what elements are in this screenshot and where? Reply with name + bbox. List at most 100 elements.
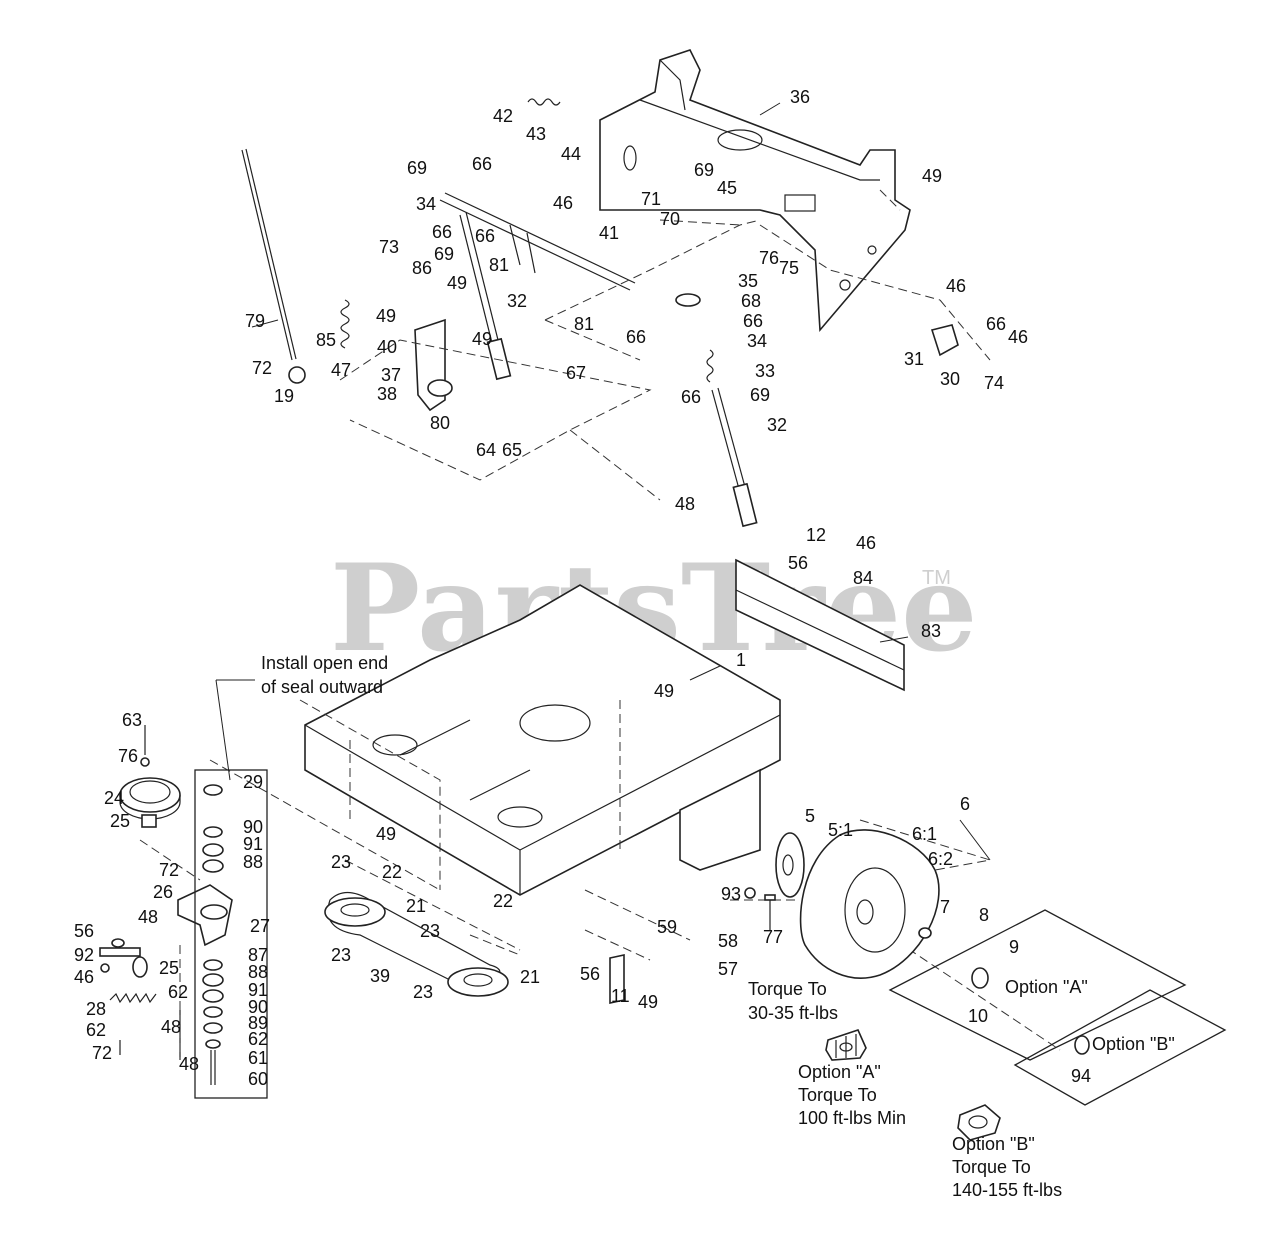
callout-c46b: 46 — [946, 276, 966, 296]
callout-c90b: 90 — [248, 997, 268, 1017]
pivot-block-31 — [930, 324, 959, 357]
callout-c66f: 66 — [986, 314, 1006, 334]
callout-c89: 89 — [248, 1013, 268, 1033]
callout-c58: 58 — [718, 931, 738, 951]
callout-c56c: 56 — [580, 964, 600, 984]
main-frame-1 — [304, 584, 781, 896]
pulley-21-lower — [447, 967, 509, 997]
option-b-torque-line1: Option "B" — [952, 1134, 1035, 1154]
callout-c41: 41 — [599, 223, 619, 243]
callout-c32b: 32 — [767, 415, 787, 435]
callout-c91b: 91 — [248, 980, 268, 1000]
pulley-21-upper — [324, 897, 386, 927]
callout-c46d: 46 — [856, 533, 876, 553]
callout-c90a: 90 — [243, 817, 263, 837]
callout-c46a: 46 — [553, 193, 573, 213]
option-b-box — [1013, 989, 1227, 1106]
watermark-tm: TM — [922, 567, 951, 589]
callout-c9: 9 — [1009, 937, 1019, 957]
callout-c49g: 49 — [638, 992, 658, 1012]
callout-c8: 8 — [979, 905, 989, 925]
callout-c12: 12 — [806, 525, 826, 545]
callout-c23c: 23 — [331, 945, 351, 965]
callout-c71: 71 — [641, 189, 661, 209]
callout-c85: 85 — [316, 330, 336, 350]
option-b-torque-line2: Torque To — [952, 1157, 1031, 1177]
torque-77-line1: Torque To — [748, 979, 827, 999]
seal-note-line2: of seal outward — [261, 677, 383, 697]
callout-c88a: 88 — [243, 852, 263, 872]
callout-c33: 33 — [755, 361, 775, 381]
callout-c44: 44 — [561, 144, 581, 164]
callout-c80: 80 — [430, 413, 450, 433]
callout-c62b: 62 — [168, 982, 188, 1002]
callout-c39: 39 — [370, 966, 390, 986]
callout-c45: 45 — [717, 178, 737, 198]
option-a-label: Option "A" — [1005, 977, 1088, 997]
callout-c93: 93 — [721, 884, 741, 904]
hex-nut-icon — [957, 1104, 1001, 1141]
callout-c32a: 32 — [507, 291, 527, 311]
callout-c6: 6 — [960, 794, 970, 814]
callout-c69c: 69 — [434, 244, 454, 264]
callout-c61: 6:1 — [912, 824, 937, 844]
callout-c56b: 56 — [74, 921, 94, 941]
callout-c66a: 66 — [472, 154, 492, 174]
callout-c28: 28 — [86, 999, 106, 1019]
callout-c73: 73 — [379, 237, 399, 257]
callout-c70: 70 — [660, 209, 680, 229]
callout-c48b: 48 — [138, 907, 158, 927]
callout-c49e: 49 — [654, 681, 674, 701]
callout-c35: 35 — [738, 271, 758, 291]
callout-c62a: 6:2 — [928, 849, 953, 869]
torque-77-line2: 30-35 ft-lbs — [748, 1003, 838, 1023]
callout-c49f: 49 — [376, 824, 396, 844]
pulley-24 — [119, 777, 181, 828]
callout-c72a: 72 — [252, 358, 272, 378]
callout-c25a: 25 — [110, 811, 130, 831]
option-a-torque-line2: Torque To — [798, 1085, 877, 1105]
callout-c56a: 56 — [788, 553, 808, 573]
callout-c79: 79 — [245, 311, 265, 331]
callout-c31: 31 — [904, 349, 924, 369]
callout-c48c: 48 — [161, 1017, 181, 1037]
callout-c23b: 23 — [420, 921, 440, 941]
callout-c40: 40 — [377, 337, 397, 357]
callout-c66c: 66 — [475, 226, 495, 246]
callout-c49a: 49 — [922, 166, 942, 186]
callout-c27: 27 — [250, 916, 270, 936]
callout-c49d: 49 — [472, 329, 492, 349]
callout-c68: 68 — [741, 291, 761, 311]
callout-c64: 64 — [476, 440, 496, 460]
callout-c60: 60 — [248, 1069, 268, 1089]
callout-c62d: 62 — [248, 1029, 268, 1049]
callout-c81a: 81 — [489, 255, 509, 275]
callout-c21b: 21 — [520, 967, 540, 987]
control-lever-32-left — [459, 211, 512, 381]
callout-c76b: 76 — [118, 746, 138, 766]
callout-c11: 11 — [611, 986, 630, 1006]
option-a-torque-line1: Option "A" — [798, 1062, 881, 1082]
callout-c1: 1 — [736, 650, 746, 670]
callout-c84: 84 — [853, 568, 873, 588]
control-rod-79 — [241, 148, 306, 384]
callout-c21a: 21 — [406, 896, 426, 916]
callout-c38: 38 — [377, 384, 397, 404]
callout-c62c: 62 — [86, 1020, 106, 1040]
callout-c34b: 34 — [747, 331, 767, 351]
callout-c69d: 69 — [750, 385, 770, 405]
bracket-11 — [609, 954, 625, 1004]
callout-c48d: 48 — [179, 1054, 199, 1074]
wheel-hub-5 — [775, 832, 805, 898]
callout-c29: 29 — [243, 772, 263, 792]
notes: Install open end of seal outward Torque … — [261, 653, 1175, 1200]
callout-c43: 43 — [526, 124, 546, 144]
spindle-stack-box — [194, 769, 268, 1099]
callout-c74: 74 — [984, 373, 1004, 393]
spring-28 — [109, 992, 157, 1004]
callout-c61b: 61 — [248, 1048, 268, 1068]
callout-c7: 7 — [940, 897, 950, 917]
callout-c69b: 69 — [694, 160, 714, 180]
callout-c75: 75 — [779, 258, 799, 278]
